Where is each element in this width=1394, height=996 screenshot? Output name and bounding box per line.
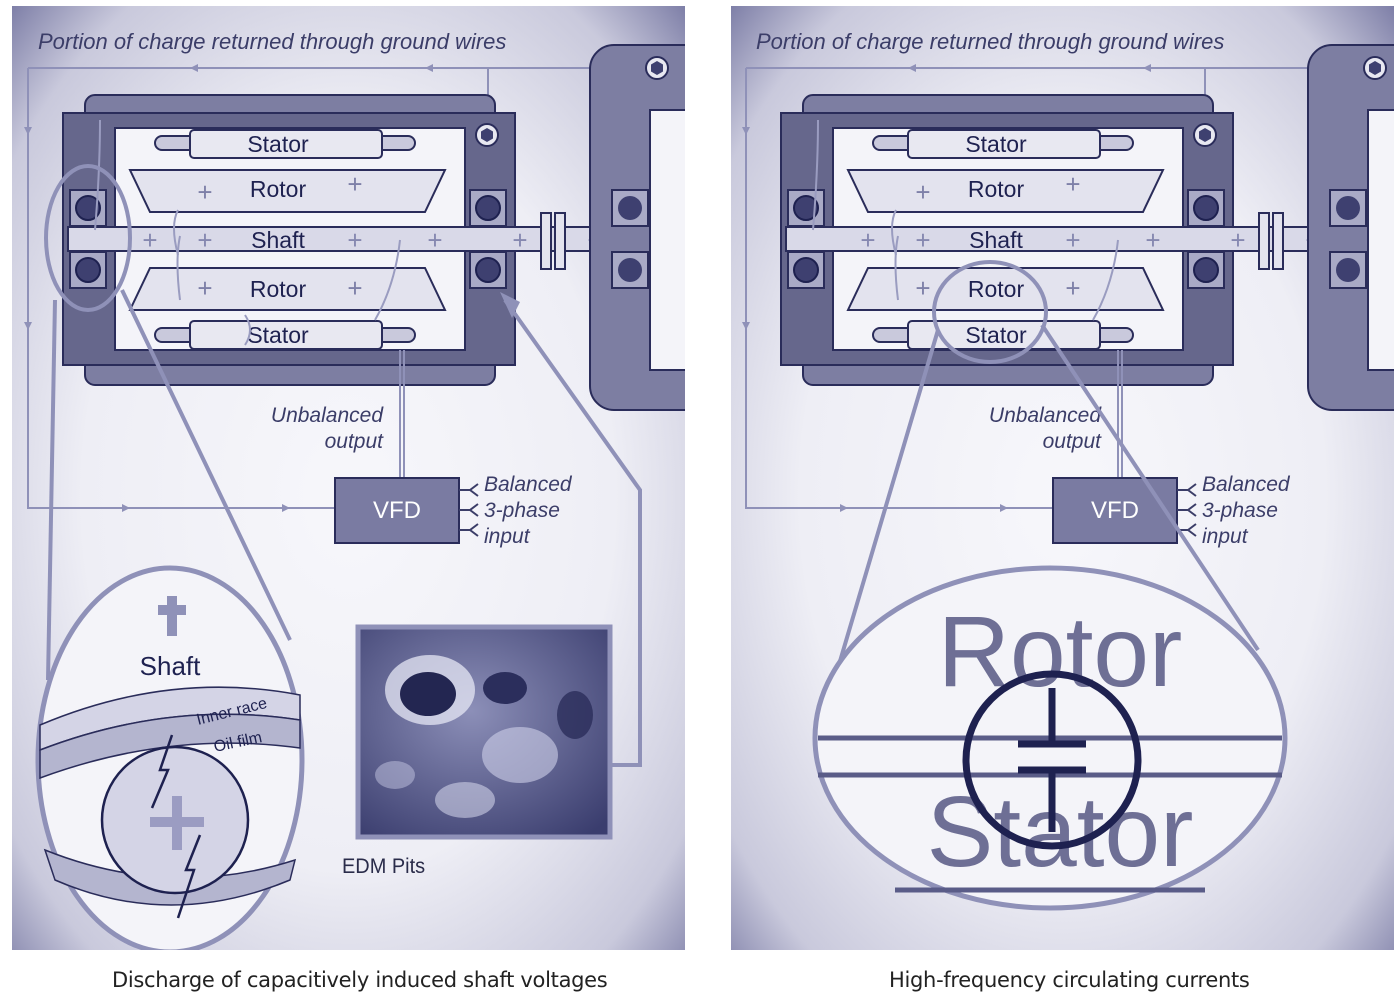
unbalanced-output-label: Unbalanced — [271, 404, 384, 427]
bearing — [69, 189, 107, 289]
panel-right: Portion of charge returned through groun… — [731, 6, 1394, 950]
input-wires — [459, 483, 479, 537]
unbalanced-output-label: Unbalanced — [989, 404, 1102, 427]
svg-text:+: + — [142, 225, 157, 255]
bearing — [469, 189, 507, 289]
coupling — [1258, 212, 1284, 270]
stator-top: Stator — [872, 129, 1134, 159]
shaft-label: Shaft — [969, 227, 1023, 253]
callout-line — [503, 298, 642, 767]
plus-sign: + — [915, 177, 930, 207]
plus-sign: + — [347, 273, 362, 303]
svg-text:+: + — [915, 225, 930, 255]
plus-sign: + — [1065, 169, 1080, 199]
ground-wire-label: Portion of charge returned through groun… — [756, 29, 1224, 54]
spark-icon — [176, 834, 202, 919]
gap-highlight-ring — [932, 260, 1048, 364]
svg-text:+: + — [1145, 225, 1160, 255]
bearing-highlight-ring — [44, 164, 132, 312]
plus-sign: + — [197, 273, 212, 303]
rotor-bottom-label: Rotor — [968, 276, 1025, 302]
current-flow-arrows — [94, 119, 401, 346]
stator-top-label: Stator — [247, 131, 309, 157]
balanced-input-label: input — [1202, 525, 1249, 548]
balanced-input-label: Balanced — [1202, 473, 1291, 496]
caption-left: Discharge of capacitively induced shaft … — [112, 968, 608, 992]
edm-pits-label: EDM Pits — [342, 855, 425, 879]
unbalanced-output-label: output — [325, 430, 385, 453]
ground-bolt-icon — [475, 123, 499, 147]
svg-text:+: + — [860, 225, 875, 255]
svg-text:+: + — [427, 225, 442, 255]
capacitance-zoom-oval: Rotor Stator — [812, 565, 1288, 911]
caption-right: High-frequency circulating currents — [889, 968, 1250, 992]
ground-wire-label: Portion of charge returned through groun… — [38, 29, 506, 54]
callout-line — [120, 289, 292, 641]
rotor-top: Rotor + + — [128, 169, 447, 213]
rotor-bottom: Rotor + + — [128, 267, 447, 311]
svg-text:+: + — [1230, 225, 1245, 255]
ground-wire-arrows — [24, 64, 433, 512]
capacitor-symbol-icon — [962, 670, 1142, 850]
stator-bottom-label: Stator — [965, 322, 1027, 348]
svg-text:+: + — [197, 225, 212, 255]
rotor-bottom: Rotor + + — [846, 267, 1165, 311]
shaft: Shaft ++ ++ ++ — [67, 225, 667, 255]
zoom-shaft-label: Shaft — [140, 651, 201, 681]
shaft-label: Shaft — [251, 227, 305, 253]
balanced-input-label: input — [484, 525, 531, 548]
vfd-box: VFD — [1052, 477, 1178, 544]
plus-sign: + — [915, 273, 930, 303]
plus-sign: + — [1065, 273, 1080, 303]
input-wires — [1177, 483, 1197, 537]
edm-pits-photo — [355, 624, 613, 840]
balanced-input-label: Balanced — [484, 473, 573, 496]
rotor-top: Rotor + + — [846, 169, 1165, 213]
stator-top: Stator — [154, 129, 416, 159]
stator-top-label: Stator — [965, 131, 1027, 157]
rotor-top-label: Rotor — [968, 176, 1025, 202]
driven-load — [1307, 44, 1394, 411]
balanced-input-label: 3-phase — [1202, 499, 1278, 522]
ground-bolt-icon — [1193, 123, 1217, 147]
driven-load — [589, 44, 685, 411]
vfd-label: VFD — [1091, 497, 1139, 524]
zoom-stator-label: Stator — [927, 776, 1194, 888]
stator-bottom-label: Stator — [247, 322, 309, 348]
vfd-label: VFD — [373, 497, 421, 524]
zoom-rotor-label: Rotor — [938, 596, 1183, 708]
bearing-zoom-oval: Shaft Inner race Oil film — [35, 565, 305, 950]
svg-text:+: + — [512, 225, 527, 255]
bearing — [1187, 189, 1225, 289]
spark-icon — [150, 734, 174, 809]
svg-text:+: + — [1065, 225, 1080, 255]
stator-bottom: Stator — [154, 320, 416, 350]
plus-sign: + — [347, 169, 362, 199]
shaft: Shaft ++ ++ ++ — [785, 225, 1394, 255]
callout-line — [836, 329, 940, 669]
unbalanced-output-label: output — [1043, 430, 1103, 453]
ground-wire-arrows — [742, 64, 1151, 512]
panel-left: Portion of charge returned through groun… — [12, 6, 685, 950]
callout-line — [46, 299, 57, 681]
coupling — [540, 212, 566, 270]
stator-bottom: Stator — [872, 320, 1134, 350]
plus-sign: + — [197, 177, 212, 207]
callout-arrowhead — [500, 292, 520, 318]
balanced-input-label: 3-phase — [484, 499, 560, 522]
svg-text:+: + — [347, 225, 362, 255]
current-flow-arrows — [812, 119, 1119, 321]
callout-line — [1040, 323, 1260, 652]
bearing — [787, 189, 825, 289]
rotor-bottom-label: Rotor — [250, 276, 307, 302]
rotor-top-label: Rotor — [250, 176, 307, 202]
vfd-box: VFD — [334, 477, 460, 544]
